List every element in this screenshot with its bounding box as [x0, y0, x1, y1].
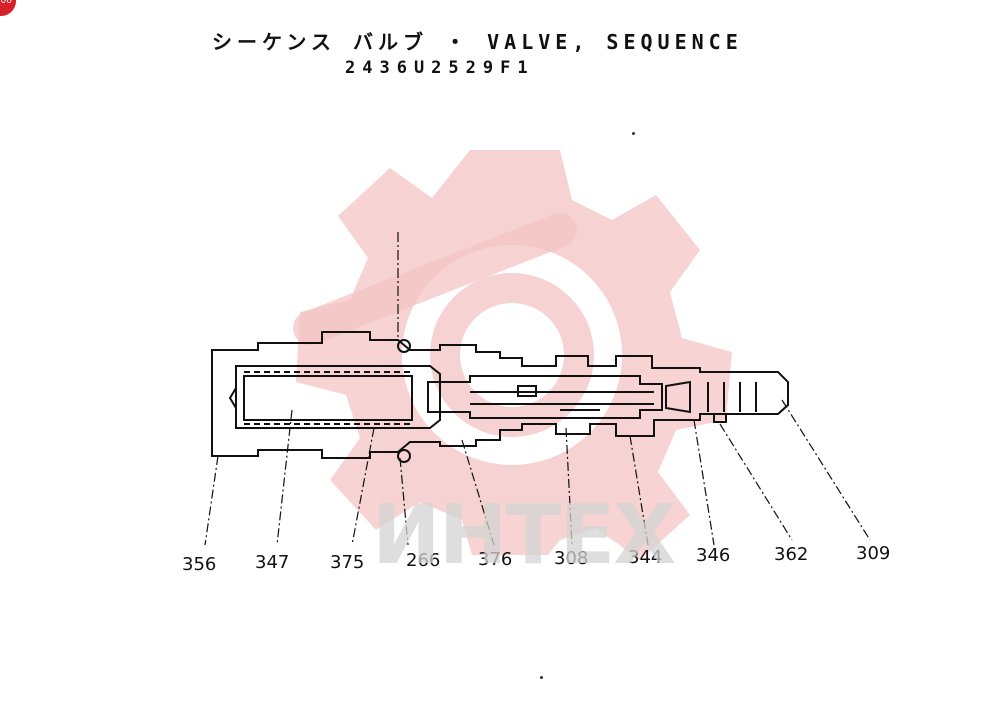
watermark-wrench-icon	[293, 213, 577, 345]
callout-266: 266	[406, 550, 440, 571]
callout-346: 346	[696, 545, 730, 566]
callout-308: 308	[554, 548, 588, 569]
callout-309: 309	[856, 543, 890, 564]
drawing-title: シーケンス バルブ ・ VALVE, SEQUENCE	[212, 30, 743, 54]
callout-356: 356	[182, 554, 216, 575]
callout-376: 376	[478, 549, 512, 570]
watermark-text: ИНТЕХ	[372, 488, 676, 583]
valve-body-outline	[211, 232, 789, 463]
callout-344: 344	[628, 547, 662, 568]
callout-375: 375	[330, 552, 364, 573]
callout-347: 347	[255, 552, 289, 573]
callout-362: 362	[774, 544, 808, 565]
watermark-gear-icon	[296, 150, 732, 560]
part-number: 2436U2529F1	[345, 58, 535, 78]
leader-lines	[204, 399, 871, 546]
speck	[632, 132, 635, 135]
speck	[540, 676, 543, 679]
callout-labels: 356 347 375 266 376 308 344 346 362 309	[182, 543, 890, 575]
